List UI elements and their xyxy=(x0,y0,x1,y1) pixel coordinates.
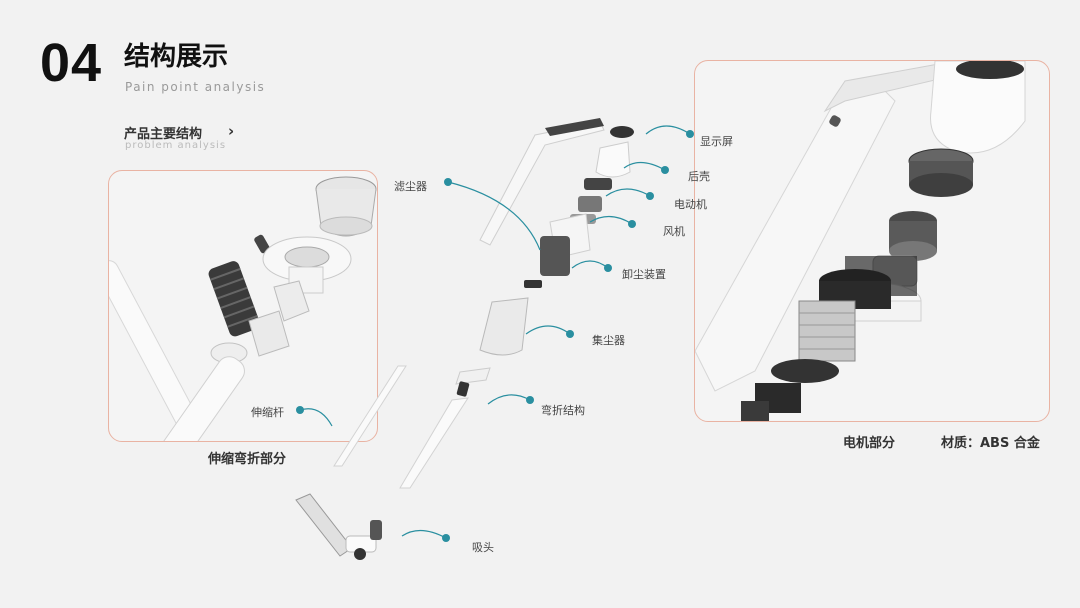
label-telescopic-rod: 伸缩杆 xyxy=(251,406,284,419)
motor-detail-frame xyxy=(694,60,1050,422)
sub-heading-en: problem analysis xyxy=(125,140,227,151)
label-fan: 风机 xyxy=(663,225,685,238)
motor-detail-illustration xyxy=(695,61,1026,421)
chevron-right-icon: › xyxy=(228,122,235,140)
telescopic-detail-frame xyxy=(108,170,378,442)
label-dust-collector: 集尘器 xyxy=(592,334,625,347)
label-dust-unload: 卸尘装置 xyxy=(622,268,666,281)
caption-motor-part: 电机部分 xyxy=(843,436,896,451)
page-title: 结构展示 xyxy=(124,42,229,72)
caption-material: 材质：ABS 合金 xyxy=(941,436,1040,451)
label-bend-structure: 弯折结构 xyxy=(541,404,585,417)
telescopic-detail-illustration xyxy=(109,176,377,441)
caption-telescopic-part: 伸缩弯折部分 xyxy=(208,452,287,467)
section-number: 04 xyxy=(40,33,103,93)
label-dust-filter: 滤尘器 xyxy=(394,180,427,193)
sub-heading: 产品主要结构 xyxy=(124,127,203,142)
label-rear-shell: 后壳 xyxy=(688,170,710,183)
label-suction-head: 吸头 xyxy=(472,541,494,554)
page-subtitle: Pain point analysis xyxy=(125,80,266,94)
label-motor: 电动机 xyxy=(674,198,707,211)
label-display: 显示屏 xyxy=(700,135,733,148)
